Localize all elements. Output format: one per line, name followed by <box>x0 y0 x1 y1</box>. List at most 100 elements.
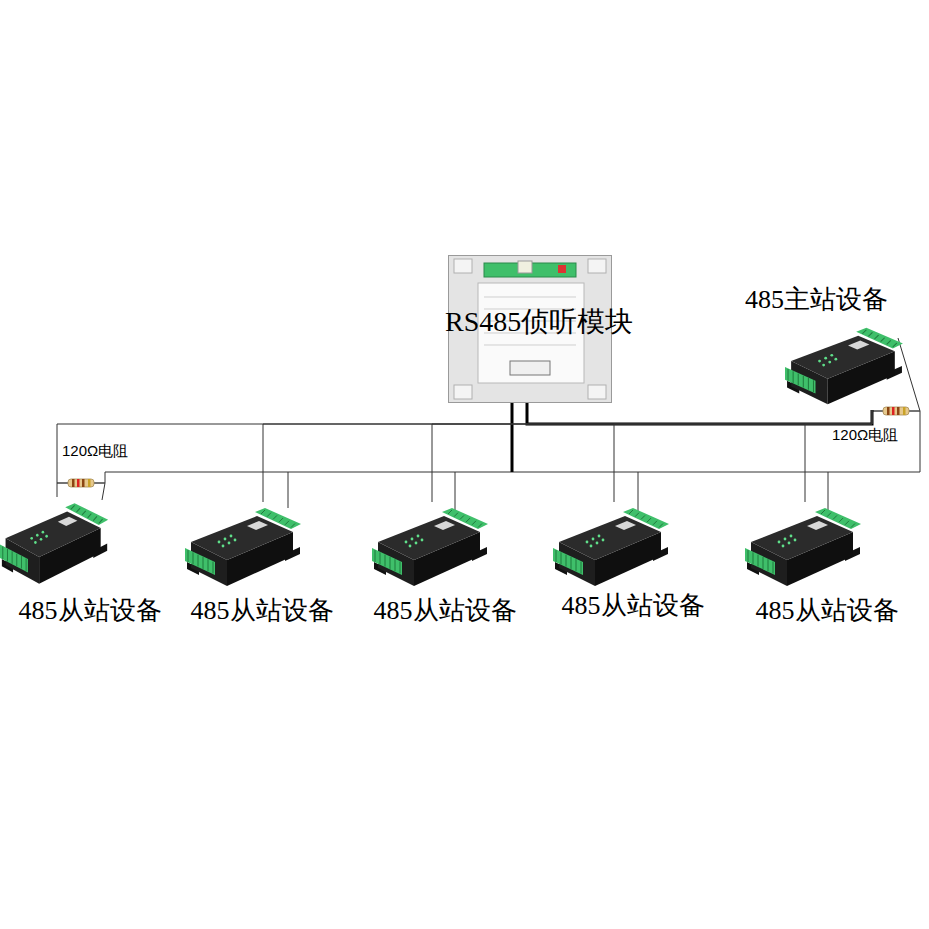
terminal-slot <box>454 513 458 517</box>
terminal-slot <box>793 371 794 383</box>
device-label: 485从站设备 <box>335 597 555 626</box>
status-led <box>778 541 781 544</box>
status-led <box>40 538 43 541</box>
terminal-slot <box>208 559 209 571</box>
resistor-label: 120Ω电阻 <box>832 427 898 444</box>
din-clip <box>588 259 606 273</box>
terminal-slot <box>273 515 277 519</box>
status-led <box>828 361 831 364</box>
terminal-block <box>785 367 816 393</box>
status-led <box>230 535 233 538</box>
terminal-slot <box>7 549 8 561</box>
terminal-slot <box>460 515 464 519</box>
device-label: 485从站设备 <box>523 592 743 621</box>
slave-wire <box>638 472 639 512</box>
terminal-slot <box>839 518 843 522</box>
terminal-slot <box>390 557 391 569</box>
status-led <box>30 537 33 540</box>
terminal-slot <box>188 550 189 562</box>
terminal-slot <box>76 508 80 512</box>
terminal-slot <box>874 335 878 339</box>
panel-print <box>484 345 576 346</box>
terminal-slot <box>375 550 376 562</box>
terminal-slot <box>647 518 651 522</box>
status-led <box>34 541 37 544</box>
status-led <box>36 534 39 537</box>
terminal-slot <box>821 510 825 514</box>
terminal-slot <box>845 521 849 525</box>
terminal-slot <box>862 330 866 334</box>
resistor-symbol <box>57 479 105 487</box>
panel-print <box>484 297 576 298</box>
terminal-slot <box>99 519 103 523</box>
slave-wire <box>288 472 289 508</box>
terminal-block <box>553 548 583 575</box>
device-nameplate <box>58 517 78 526</box>
status-led <box>42 531 45 534</box>
resistor-symbol <box>872 407 920 415</box>
status-led <box>586 541 589 544</box>
status-led <box>818 360 821 363</box>
terminal-slot <box>385 555 386 567</box>
terminal-slot <box>788 369 789 381</box>
status-led <box>405 541 408 544</box>
status-led <box>784 538 787 541</box>
status-led <box>411 538 414 541</box>
terminal-slot <box>629 510 633 514</box>
device-picture <box>0 497 110 590</box>
terminal-slot <box>768 559 769 571</box>
status-led <box>218 541 221 544</box>
din-clip <box>454 385 472 399</box>
terminal-block <box>745 548 775 575</box>
bus-wire <box>432 410 872 502</box>
device-label: 485主站设备 <box>745 286 888 315</box>
status-led <box>234 539 237 542</box>
terminal-block <box>185 548 215 575</box>
terminal-slot <box>198 555 199 567</box>
terminal-slot <box>472 521 476 525</box>
terminal-slot <box>827 513 831 517</box>
rs485-device: 485从站设备 <box>553 502 671 592</box>
device-picture <box>785 322 905 410</box>
terminal-slot <box>571 557 572 569</box>
terminal-slot <box>82 511 86 515</box>
terminal-slot <box>893 343 897 347</box>
slave-wire <box>455 472 456 510</box>
terminal-slot <box>12 551 13 563</box>
terminal-slot <box>26 558 27 570</box>
status-led <box>782 545 785 548</box>
bus-wire <box>57 410 872 497</box>
master-wire <box>898 338 920 411</box>
power-led <box>558 265 566 273</box>
din-clip <box>588 385 606 399</box>
status-led <box>228 542 231 545</box>
terminal-slot <box>466 518 470 522</box>
terminal-slot <box>753 552 754 564</box>
status-led <box>45 535 48 538</box>
device-nameplate <box>848 341 869 350</box>
rs485-device: 485从站设备 <box>0 497 110 590</box>
rs485-device: 485从站设备 <box>185 502 303 592</box>
terminal-slot <box>267 513 271 517</box>
device-nameplate <box>807 521 828 530</box>
status-led <box>790 535 793 538</box>
terminal-slot <box>291 524 295 528</box>
bus-wire <box>527 403 872 424</box>
terminal-slot <box>21 556 22 568</box>
terminal-slot <box>641 515 645 519</box>
status-led <box>596 542 599 545</box>
terminal-slot <box>881 338 885 342</box>
device-nameplate <box>434 521 455 530</box>
terminal-slot <box>659 524 663 528</box>
status-led <box>602 539 605 542</box>
din-clip <box>454 259 472 273</box>
terminal-slot <box>798 373 799 385</box>
terminal-slot <box>581 562 582 574</box>
sniffer-wire <box>511 403 514 472</box>
sniffer-module: RS485侦听模块 <box>448 255 612 403</box>
slave-wire <box>828 472 829 514</box>
bus-wire <box>263 410 872 502</box>
status-led <box>822 364 825 367</box>
